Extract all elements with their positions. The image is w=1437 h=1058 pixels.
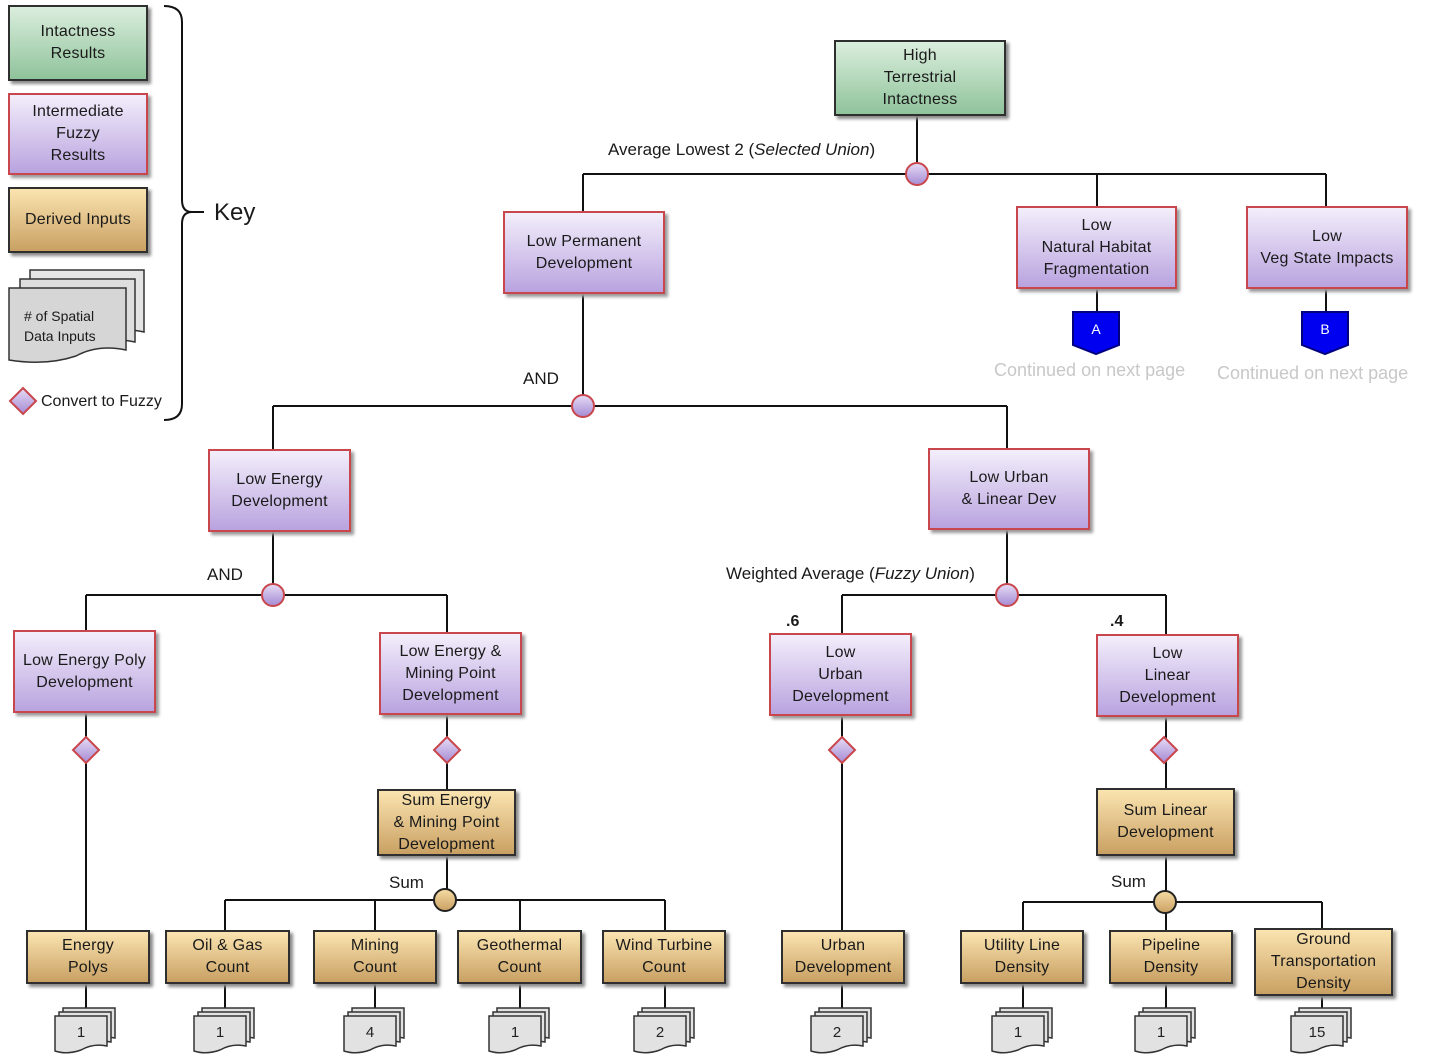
input-count-stack-pipeline: 1 (1134, 1007, 1196, 1054)
input-count-geothermal: 1 (511, 1024, 519, 1041)
connector-a-label: A (1091, 321, 1101, 337)
convert-diamond-energy-mining (432, 735, 462, 765)
key-spatial-data-inputs: # of Spatial Data Inputs (24, 308, 96, 344)
key-convert-to-fuzzy: Convert to Fuzzy (41, 393, 162, 410)
sum-label-left: Sum (389, 873, 424, 892)
sum-operator-right (1153, 890, 1177, 914)
node-low-linear-development: Low Linear Development (1096, 634, 1239, 717)
input-count-stack-mining: 4 (343, 1007, 405, 1054)
input-count-stack-energy-polys: 1 (54, 1007, 116, 1054)
continued-next-page-b: Continued on next page (1217, 363, 1409, 383)
node-sum-linear-development: Sum Linear Development (1096, 788, 1235, 856)
weighted-average-operator (995, 583, 1019, 607)
input-count-mining: 4 (366, 1024, 374, 1041)
continued-next-page-a: Continued on next page (994, 360, 1186, 380)
connector-b-shape (1301, 311, 1349, 356)
convert-diamond-urban (827, 735, 857, 765)
weight-urban: .6 (786, 613, 800, 630)
node-high-terrestrial-intactness: High Terrestrial Intactness (834, 40, 1006, 116)
input-count-stack-utility: 1 (991, 1007, 1053, 1054)
and-operator-top (571, 394, 595, 418)
input-oil-gas-count: Oil & Gas Count (165, 930, 290, 984)
and-label-top: AND (523, 369, 559, 388)
input-count-oil-gas: 1 (216, 1024, 224, 1041)
input-count-stack-urban-dev: 2 (810, 1007, 872, 1054)
node-low-energy-mining-point-development: Low Energy & Mining Point Development (379, 632, 522, 715)
fuzzy-union-text: Fuzzy Union (874, 564, 970, 583)
node-low-veg-state-impacts: Low Veg State Impacts (1246, 206, 1408, 289)
node-low-urban-development: Low Urban Development (769, 633, 912, 716)
key-document-stack-icon (8, 269, 145, 363)
key-intactness-results: Intactness Results (8, 5, 148, 81)
input-count-energy-polys: 1 (77, 1024, 85, 1041)
input-document-stacks: 1 1 4 1 2 2 1 1 15 (54, 1007, 1352, 1054)
node-sum-energy-mining-point-development: Sum Energy & Mining Point Development (377, 789, 516, 856)
key-intermediate-fuzzy-results: Intermediate Fuzzy Results (8, 93, 148, 175)
input-urban-development: Urban Development (781, 930, 905, 984)
node-low-energy-poly-development: Low Energy Poly Development (13, 630, 156, 713)
input-count-pipeline: 1 (1157, 1024, 1165, 1041)
node-low-urban-linear-dev: Low Urban & Linear Dev (928, 448, 1090, 530)
input-geothermal-count: Geothermal Count (457, 930, 582, 984)
weighted-average-label: Weighted Average (Fuzzy Union) (726, 564, 975, 583)
convert-diamond-key (8, 386, 38, 416)
input-count-stack-oil-gas: 1 (193, 1007, 255, 1054)
selected-union-text: Selected Union (754, 140, 870, 159)
input-count-stack-wind: 2 (633, 1007, 695, 1054)
avg-lowest-2-text: Average Lowest 2 ( (608, 140, 755, 159)
node-low-energy-development: Low Energy Development (208, 449, 351, 532)
convert-diamond-energy-poly (71, 735, 101, 765)
connector-a-shape (1072, 311, 1120, 356)
input-count-urban-dev: 2 (833, 1024, 841, 1041)
input-pipeline-density: Pipeline Density (1109, 930, 1233, 984)
weighted-average-text: Weighted Average ( (726, 564, 875, 583)
key-title: Key (214, 199, 256, 226)
input-count-utility: 1 (1014, 1024, 1022, 1041)
input-count-ground: 15 (1309, 1024, 1326, 1041)
sum-label-right: Sum (1111, 872, 1146, 891)
input-ground-transportation-density: Ground Transportation Density (1254, 928, 1393, 996)
input-count-stack-ground: 15 (1290, 1007, 1352, 1054)
and-operator-left (261, 583, 285, 607)
input-wind-turbine-count: Wind Turbine Count (602, 930, 726, 984)
key-derived-inputs: Derived Inputs (8, 187, 148, 253)
input-energy-polys: Energy Polys (26, 930, 150, 984)
and-label-left: AND (207, 565, 243, 584)
node-low-natural-habitat-fragmentation: Low Natural Habitat Fragmentation (1016, 206, 1177, 289)
convert-diamond-linear (1149, 735, 1179, 765)
input-utility-line-density: Utility Line Density (960, 930, 1084, 984)
node-low-permanent-development: Low Permanent Development (503, 211, 665, 294)
input-count-stack-geothermal: 1 (488, 1007, 550, 1054)
avg-lowest-operator (905, 162, 929, 186)
input-count-wind: 2 (656, 1024, 664, 1041)
avg-lowest-2-label: Average Lowest 2 (Selected Union) (608, 140, 876, 159)
connector-b-label: B (1320, 321, 1329, 337)
weight-linear: .4 (1110, 613, 1124, 630)
sum-operator-left (433, 888, 457, 912)
input-mining-count: Mining Count (313, 930, 437, 984)
